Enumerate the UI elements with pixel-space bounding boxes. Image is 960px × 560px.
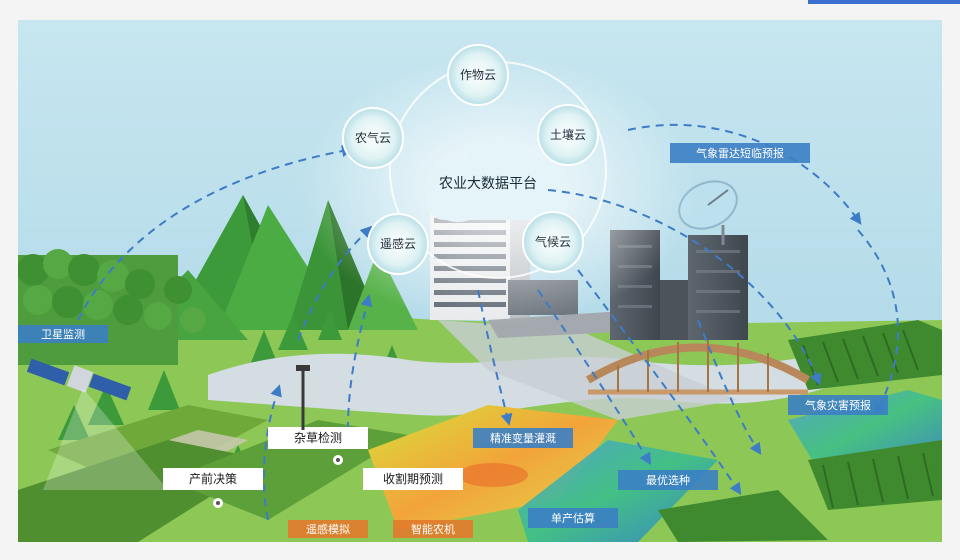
- label-disaster-forecast: 气象灾害预报: [788, 395, 888, 415]
- cloud-node-crop-label: 作物云: [460, 68, 496, 82]
- forest-left: [18, 249, 206, 365]
- road: [438, 320, 738, 420]
- satellite-beam: [43, 388, 168, 490]
- svg-text:气象雷达短临预报: 气象雷达短临预报: [696, 146, 784, 160]
- cloud-node-climate: 气候云: [522, 211, 584, 273]
- label-smart-machinery: 智能农机: [393, 520, 473, 538]
- agriculture-big-data-illustration: 作物云 农气云 土壤云 遥感云 气候云 农业大数据平台 卫星: [18, 20, 942, 542]
- central-cloud: [426, 136, 568, 222]
- cloud-node-agro-weather-label: 农气云: [355, 130, 391, 145]
- crop-row-lines: [802, 329, 934, 509]
- svg-text:单产估算: 单产估算: [551, 511, 595, 525]
- label-remote-sensing-sim: 遥感模拟: [288, 520, 368, 538]
- arch-bridge: [585, 340, 811, 395]
- top-accent-bar: [808, 0, 960, 4]
- svg-text:卫星监测: 卫星监测: [41, 328, 85, 341]
- svg-text:气象灾害预报: 气象灾害预报: [805, 398, 871, 412]
- label-satellite-monitoring: 卫星监测: [18, 325, 108, 343]
- cloud-node-remote-sensing-label: 遥感云: [380, 236, 416, 251]
- label-harvest-forecast: 收割期预测: [363, 468, 463, 490]
- platform-hub-label: 农业大数据平台: [439, 176, 537, 192]
- data-flow-arrows: [77, 123, 899, 521]
- svg-text:最优选种: 最优选种: [646, 473, 690, 487]
- cloud-node-soil: 土壤云: [537, 104, 599, 166]
- svg-text:产前决策: 产前决策: [189, 471, 237, 486]
- cloud-node-remote-sensing: 遥感云: [367, 213, 429, 275]
- monitoring-pole: [296, 365, 310, 430]
- cloud-node-crop: 作物云: [447, 44, 509, 106]
- label-precision-irrigation: 精准变量灌溉: [473, 428, 573, 448]
- label-yield-estimation: 单产估算: [528, 508, 618, 528]
- label-seed-selection: 最优选种: [618, 470, 718, 490]
- label-weed-detection: 杂草检测: [268, 427, 368, 465]
- cloud-node-agro-weather: 农气云: [342, 107, 404, 169]
- svg-text:遥感模拟: 遥感模拟: [306, 522, 350, 536]
- label-radar-forecast: 气象雷达短临预报: [670, 143, 810, 163]
- cloud-node-soil-label: 土壤云: [550, 127, 586, 142]
- svg-text:精准变量灌溉: 精准变量灌溉: [490, 431, 556, 445]
- svg-text:智能农机: 智能农机: [411, 522, 455, 536]
- satellite: [26, 358, 132, 401]
- svg-text:杂草检测: 杂草检测: [294, 430, 342, 445]
- label-pre-production-decision: 产前决策: [163, 468, 263, 508]
- svg-text:收割期预测: 收割期预测: [383, 471, 443, 486]
- cloud-node-climate-label: 气候云: [535, 234, 571, 249]
- crop-rows-right: [658, 320, 942, 542]
